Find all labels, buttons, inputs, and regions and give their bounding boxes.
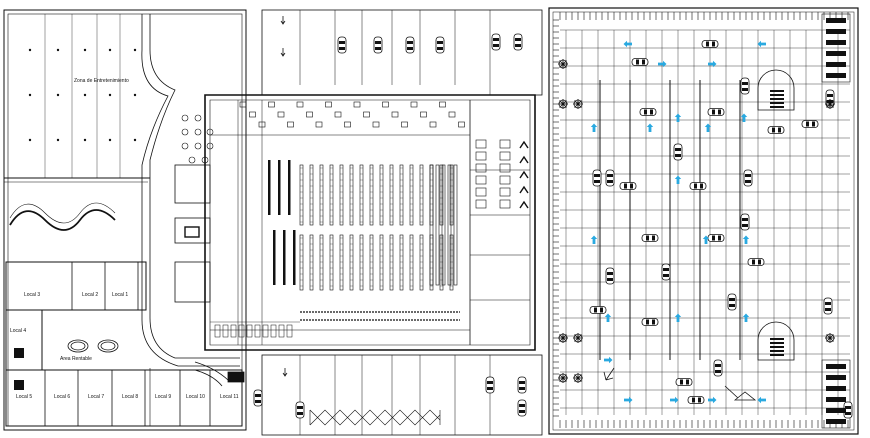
north-arrow-icon bbox=[603, 367, 757, 401]
area-rentable-fountains bbox=[67, 339, 119, 353]
local-5-label: Local 5 bbox=[16, 394, 32, 400]
local-9-label: Local 9 bbox=[155, 394, 171, 400]
local-11-label: Local 11 bbox=[220, 394, 239, 400]
local-1-label: Local 1 bbox=[112, 292, 128, 298]
escalator-icon bbox=[194, 361, 245, 387]
local-2-label: Local 2 bbox=[82, 292, 98, 298]
left-building bbox=[3, 9, 247, 431]
local-8-label: Local 8 bbox=[122, 394, 138, 400]
ramp-stripes bbox=[770, 18, 846, 424]
central-cars bbox=[253, 33, 527, 419]
local-7-label: Local 7 bbox=[88, 394, 104, 400]
zone-label-entertainment: Zona de Entretenimiento bbox=[74, 78, 129, 84]
column-dots bbox=[28, 48, 137, 142]
zone-label-rentable: Area Rentable bbox=[60, 356, 92, 362]
local-4-label: Local 4 bbox=[10, 328, 26, 334]
local-6-label: Local 6 bbox=[54, 394, 70, 400]
ramp-icon bbox=[309, 409, 441, 426]
parking-grid bbox=[553, 12, 850, 428]
top-equipment bbox=[239, 101, 529, 209]
parking-lot bbox=[548, 7, 859, 435]
car-icon bbox=[589, 40, 853, 419]
supermarket-building bbox=[174, 9, 543, 436]
shelving-icon bbox=[214, 160, 460, 338]
food-court-tables bbox=[181, 114, 214, 164]
columns-black bbox=[14, 348, 24, 390]
local-10-label: Local 10 bbox=[186, 394, 205, 400]
left-labels: Zona de Entretenimiento Area Rentable Lo… bbox=[10, 78, 239, 400]
local-3-label: Local 3 bbox=[24, 292, 40, 298]
